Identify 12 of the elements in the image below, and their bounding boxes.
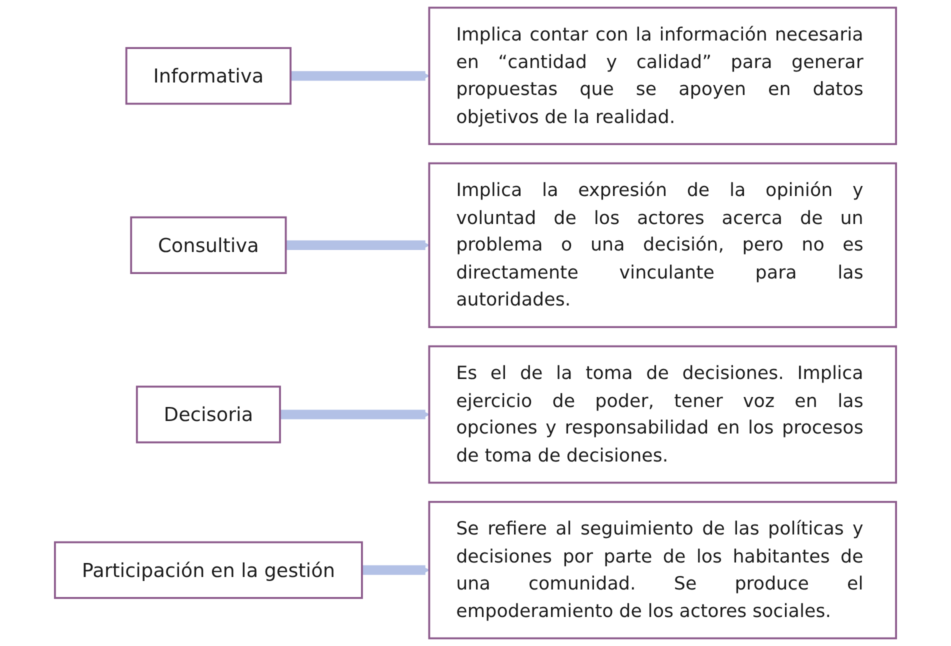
node-box: Es el de la toma de decisiones. Implica ejercicio de poder, tener voz en las opciones y responsabilidad en los procesos de toma de decisiones. xyxy=(428,345,898,484)
arrow xyxy=(362,565,430,575)
arrow xyxy=(286,240,430,250)
node-box: Informativa xyxy=(125,47,292,105)
node-box: Consultiva xyxy=(130,216,287,274)
node-box: Participación en la gestión xyxy=(54,541,363,599)
node-box: Se refiere al seguimiento de las políticas y decisiones por parte de los habitantes de una comunidad. Se produce el empoderamiento de los actores sociales. xyxy=(428,500,898,640)
node-box: Implica contar con la información necesaria en “cantidad y calidad” para generar propuestas que se apoyen en datos objetivos de la realidad. xyxy=(428,6,898,146)
node-box: Implica la expresión de la opinión y voluntad de los actores acerca de un problema o una decisión, pero no es directamente vinculante para las autoridades. xyxy=(428,162,898,328)
arrow xyxy=(280,410,430,420)
node-box: Decisoria xyxy=(136,386,281,444)
arrow xyxy=(290,71,430,81)
